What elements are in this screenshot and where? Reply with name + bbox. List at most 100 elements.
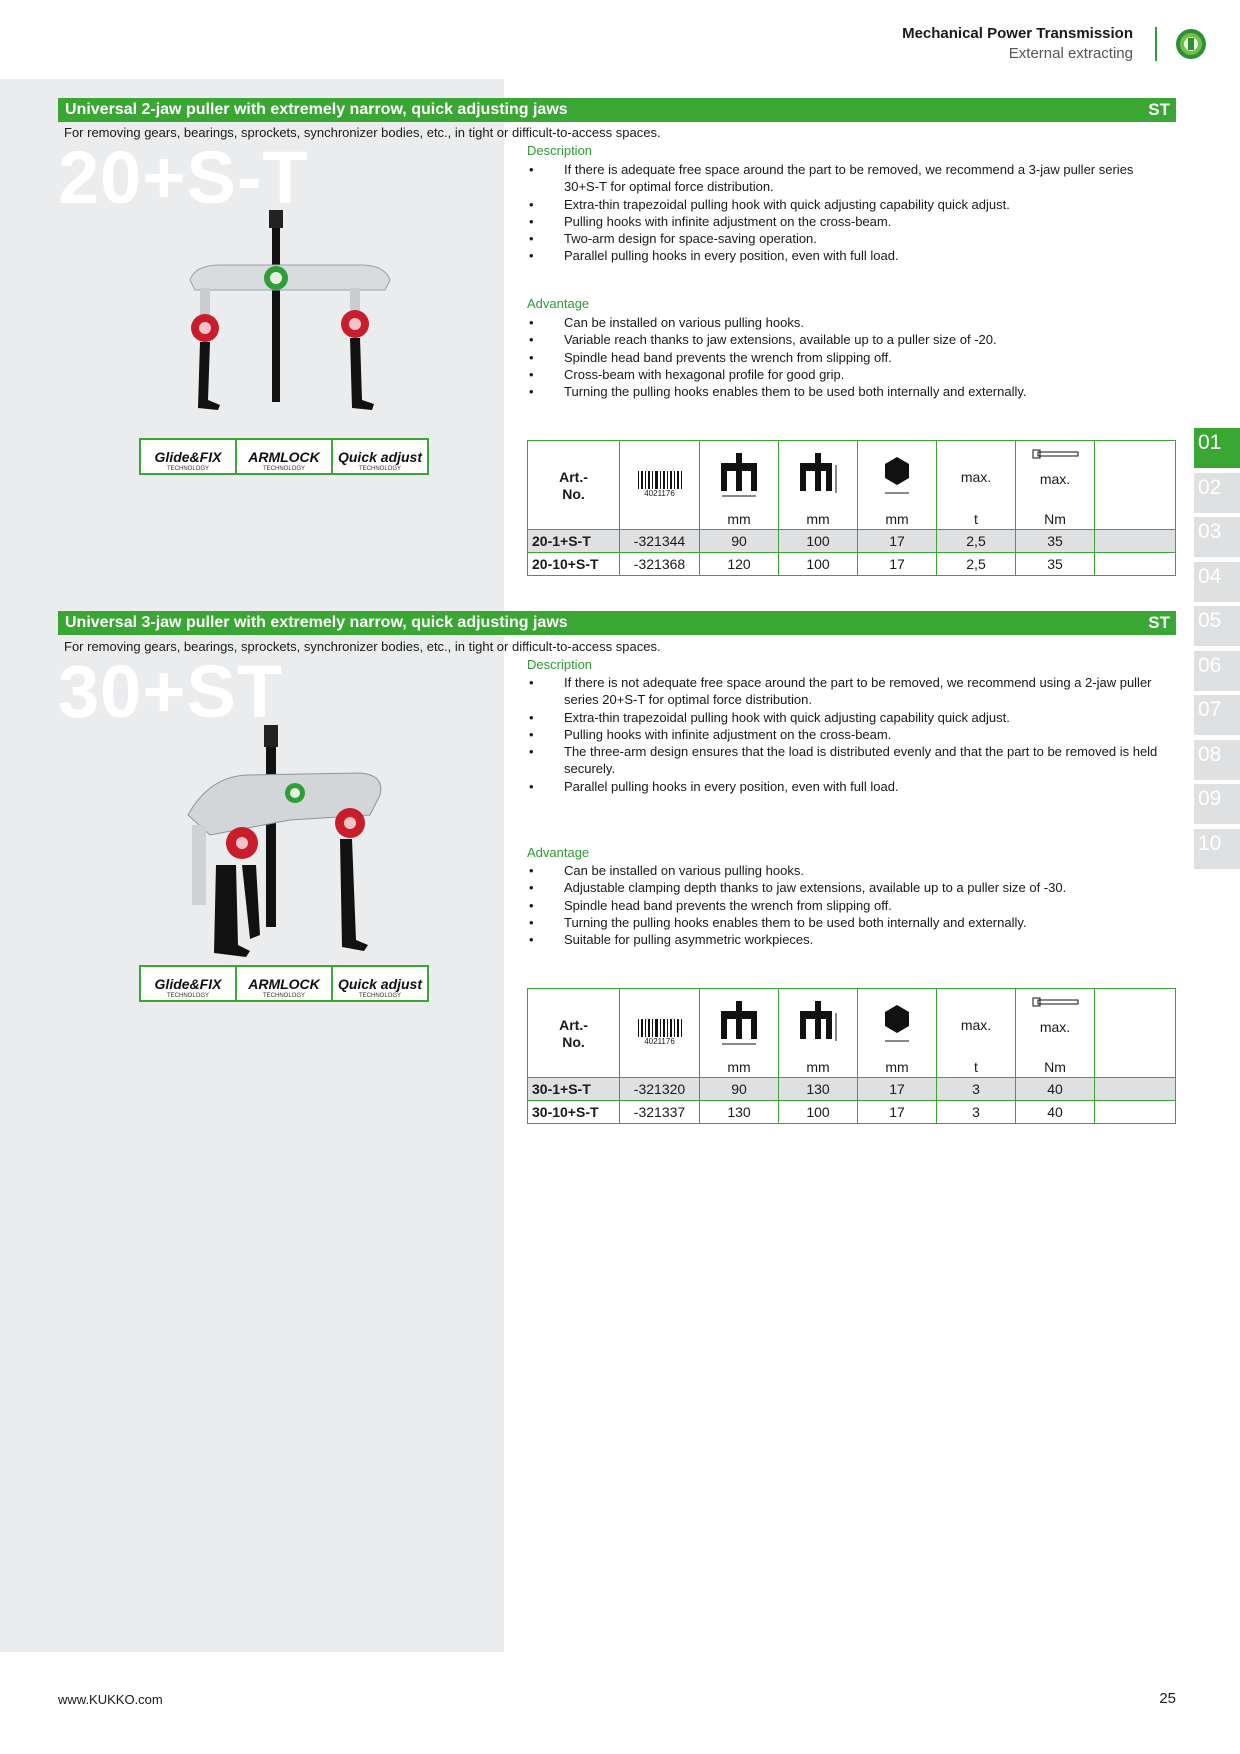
spec-table: Art.- No. 4021176 mm mm	[527, 988, 1176, 1124]
tab-chapter-02[interactable]: 02	[1194, 472, 1240, 513]
art-no-header: Art.- No.	[559, 1017, 588, 1050]
barcode-number: 4021176	[644, 1037, 675, 1046]
tab-chapter-06[interactable]: 06	[1194, 650, 1240, 691]
max-label: max.	[1039, 471, 1071, 487]
list-item: Variable reach thanks to jaw extensions,…	[527, 331, 1167, 349]
list-item: Turning the pulling hooks enables them t…	[527, 914, 1167, 932]
hexagon-icon	[885, 457, 909, 494]
list-item: If there is adequate free space around t…	[527, 161, 1167, 196]
list-item: Can be installed on various pulling hook…	[527, 862, 1167, 880]
list-item: Extra-thin trapezoidal pulling hook with…	[527, 196, 1167, 214]
art-no-header: Art.- No.	[559, 469, 588, 502]
product-intro: For removing gears, bearings, sprockets,…	[64, 639, 661, 654]
max-label: max.	[960, 469, 992, 485]
tab-chapter-01[interactable]: 01	[1194, 428, 1240, 468]
footer-url[interactable]: www.KUKKO.com	[58, 1692, 163, 1707]
list-item: Can be installed on various pulling hook…	[527, 314, 1167, 332]
unit-label: mm	[885, 1059, 909, 1075]
reach-width-icon	[721, 453, 757, 497]
list-item: Parallel pulling hooks in every position…	[527, 247, 1167, 265]
table-header-row: Art.- No. 4021176 mm mm	[527, 440, 1176, 530]
product-intro: For removing gears, bearings, sprockets,…	[64, 125, 661, 140]
tab-chapter-07[interactable]: 07	[1194, 695, 1240, 735]
list-item: Cross-beam with hexagonal profile for go…	[527, 366, 1167, 384]
tab-chapter-03[interactable]: 03	[1194, 517, 1240, 557]
barcode-icon	[637, 1019, 682, 1037]
header-category: Mechanical Power Transmission	[902, 25, 1133, 42]
description-list: If there is adequate free space around t…	[527, 161, 1167, 265]
hexagon-icon	[885, 1005, 909, 1042]
max-label: max.	[1039, 1019, 1071, 1035]
series-number: 30+ST	[58, 650, 284, 733]
list-item: Parallel pulling hooks in every position…	[527, 778, 1167, 796]
description-label: Description	[527, 657, 593, 672]
advantage-list: Can be installed on various pulling hook…	[527, 862, 1167, 949]
advantage-label: Advantage	[527, 845, 590, 860]
barcode-number: 4021176	[644, 489, 675, 498]
tab-chapter-10[interactable]: 10	[1194, 828, 1240, 869]
unit-label: mm	[806, 1059, 830, 1075]
product-title: Universal 2-jaw puller with extremely na…	[65, 101, 568, 118]
reach-depth-icon	[800, 453, 837, 493]
puller-3-jaw-image	[187, 725, 382, 957]
product-code: ST	[1148, 100, 1170, 119]
list-item: If there is not adequate free space arou…	[527, 674, 1167, 709]
list-item: Turning the pulling hooks enables them t…	[527, 383, 1167, 401]
list-item: Two-arm design for space-saving operatio…	[527, 230, 1167, 248]
description-label: Description	[527, 143, 593, 158]
header-divider	[1155, 27, 1157, 61]
chapter-tabs: 01 02 03 04 05 06 07 08 09 10	[1194, 428, 1240, 873]
product-title-bar: Universal 3-jaw puller with extremely na…	[58, 611, 1176, 635]
page-number: 25	[1159, 1690, 1176, 1707]
torque-wrench-icon	[1032, 997, 1079, 1007]
tab-chapter-05[interactable]: 05	[1194, 606, 1240, 646]
list-item: Spindle head band prevents the wrench fr…	[527, 897, 1167, 915]
list-item: Adjustable clamping depth thanks to jaw …	[527, 879, 1167, 897]
unit-label: t	[974, 1059, 978, 1075]
product-code: ST	[1148, 613, 1170, 632]
unit-label: Nm	[1044, 1059, 1066, 1075]
reach-depth-icon	[800, 1001, 837, 1041]
barcode-icon	[637, 471, 682, 489]
advantage-label: Advantage	[527, 296, 590, 311]
unit-label: mm	[727, 511, 751, 527]
list-item: Pulling hooks with infinite adjustment o…	[527, 726, 1167, 744]
unit-label: mm	[885, 511, 909, 527]
max-label: max.	[960, 1017, 992, 1033]
tab-chapter-04[interactable]: 04	[1194, 561, 1240, 602]
list-item: The three-arm design ensures that the lo…	[527, 743, 1167, 778]
list-item: Spindle head band prevents the wrench fr…	[527, 349, 1167, 367]
list-item: Suitable for pulling asymmetric workpiec…	[527, 931, 1167, 949]
list-item: Extra-thin trapezoidal pulling hook with…	[527, 709, 1167, 727]
advantage-list: Can be installed on various pulling hook…	[527, 314, 1167, 401]
series-number: 20+S-T	[58, 136, 309, 219]
product-title: Universal 3-jaw puller with extremely na…	[65, 614, 568, 631]
unit-label: mm	[806, 511, 830, 527]
description-list: If there is not adequate free space arou…	[527, 674, 1167, 795]
spec-table: Art.- No. 4021176 mm mm	[527, 440, 1176, 576]
page-header: Mechanical Power Transmission External e…	[902, 24, 1133, 64]
tab-chapter-09[interactable]: 09	[1194, 784, 1240, 824]
unit-label: t	[974, 511, 978, 527]
puller-2-jaw-image	[189, 210, 391, 410]
list-item: Pulling hooks with infinite adjustment o…	[527, 213, 1167, 231]
unit-label: Nm	[1044, 511, 1066, 527]
tab-chapter-08[interactable]: 08	[1194, 739, 1240, 780]
reach-width-icon	[721, 1001, 757, 1045]
table-header-row: Art.- No. 4021176 mm mm	[527, 988, 1176, 1078]
kukko-logo-icon	[1176, 29, 1206, 59]
header-subcategory: External extracting	[1008, 45, 1133, 62]
product-title-bar: Universal 2-jaw puller with extremely na…	[58, 98, 1176, 122]
unit-label: mm	[727, 1059, 751, 1075]
